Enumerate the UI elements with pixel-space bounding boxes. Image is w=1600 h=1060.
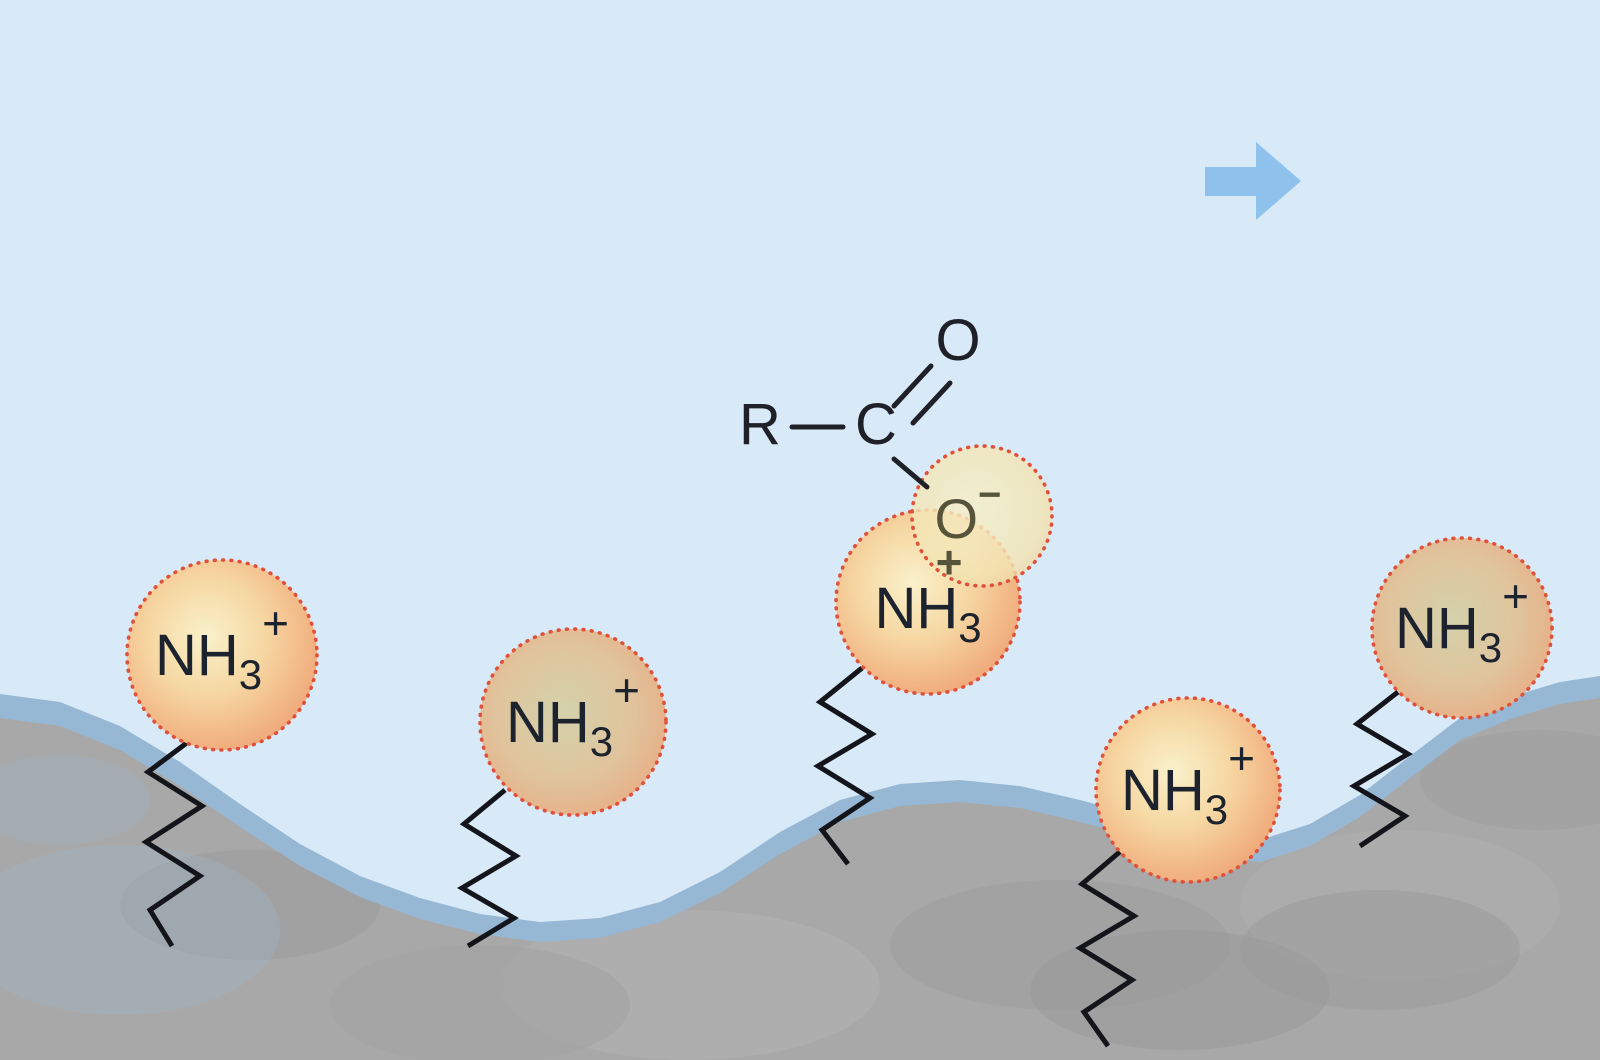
ammonium-circle xyxy=(478,627,668,817)
carbon-text: C xyxy=(855,392,897,457)
plus-charge-text: + xyxy=(936,536,963,588)
ammonium-group: NH3+ xyxy=(1370,536,1554,720)
ionized-oxygen-text: O xyxy=(935,487,979,550)
ammonium-circle xyxy=(1370,536,1554,720)
ammonium-subscript: 3 xyxy=(1479,624,1502,671)
carboxylate-oxygen-label: O− xyxy=(935,473,1002,550)
ammonium-group: NH3+ xyxy=(1094,696,1282,884)
bond-c-o-double-2 xyxy=(910,380,953,426)
ammonium-charge: + xyxy=(613,664,640,716)
bond-c-o-double-1 xyxy=(891,363,934,409)
ammonium-charge: + xyxy=(262,597,289,649)
carboxylate-oxygen-circle xyxy=(910,444,1054,588)
ammonium-label: NH3+ xyxy=(1121,732,1255,833)
alkyl-chain xyxy=(141,734,207,948)
texture-blob xyxy=(1030,930,1330,1050)
ammonium-subscript: 3 xyxy=(590,718,613,765)
r-group-text: R xyxy=(739,392,781,457)
alkyl-chain xyxy=(1349,690,1413,849)
alkyl-chain xyxy=(457,788,521,949)
bond-c-o-single xyxy=(891,456,930,490)
ammonium-formula-text: NH xyxy=(874,576,958,641)
ammonium-plus-label: + xyxy=(936,536,963,588)
carbonyl-oxygen-label: O xyxy=(935,308,980,373)
minus-charge: − xyxy=(978,473,1001,517)
ammonium-formula-text: NH xyxy=(1121,758,1205,823)
ammonium-charge: + xyxy=(1228,732,1255,784)
ammonium-group: NH3+ xyxy=(125,558,319,752)
ammonium-formula-text: NH xyxy=(155,623,239,688)
ammonium-group: NH3+ xyxy=(478,627,668,817)
ammonium-formula-text: NH xyxy=(1395,596,1479,661)
ammonium-label: NH3 xyxy=(874,576,981,651)
ammonium-charge: + xyxy=(1502,570,1529,622)
r-group-label: R xyxy=(739,392,781,457)
fatty-acid-molecule: R C O O− + xyxy=(739,308,1054,588)
ammonium-subscript: 3 xyxy=(958,604,981,651)
ammonium-formula-text: NH xyxy=(506,690,590,755)
texture-blob xyxy=(0,755,150,845)
alkyl-chain xyxy=(813,666,877,866)
substrate-texture xyxy=(0,730,1600,1060)
ammonium-label: NH3+ xyxy=(506,664,640,765)
texture-blob xyxy=(330,945,630,1060)
ammonium-circle xyxy=(125,558,319,752)
ammonium-circle xyxy=(1094,696,1282,884)
ammonium-subscript: 3 xyxy=(1205,786,1228,833)
texture-blob xyxy=(120,850,380,960)
ammonium-subscript: 3 xyxy=(239,651,262,698)
carbon-label: C xyxy=(855,392,897,457)
texture-blob xyxy=(1240,830,1560,980)
right-arrow-icon xyxy=(1205,142,1301,220)
carbonyl-oxygen-text: O xyxy=(935,308,980,373)
texture-blob xyxy=(1420,730,1600,830)
ammonium-label: NH3+ xyxy=(155,597,289,698)
ammonium-label: NH3+ xyxy=(1395,570,1529,671)
texture-blob xyxy=(0,845,280,1015)
texture-blob xyxy=(1240,890,1520,1010)
alkyl-chain xyxy=(1075,848,1139,1048)
